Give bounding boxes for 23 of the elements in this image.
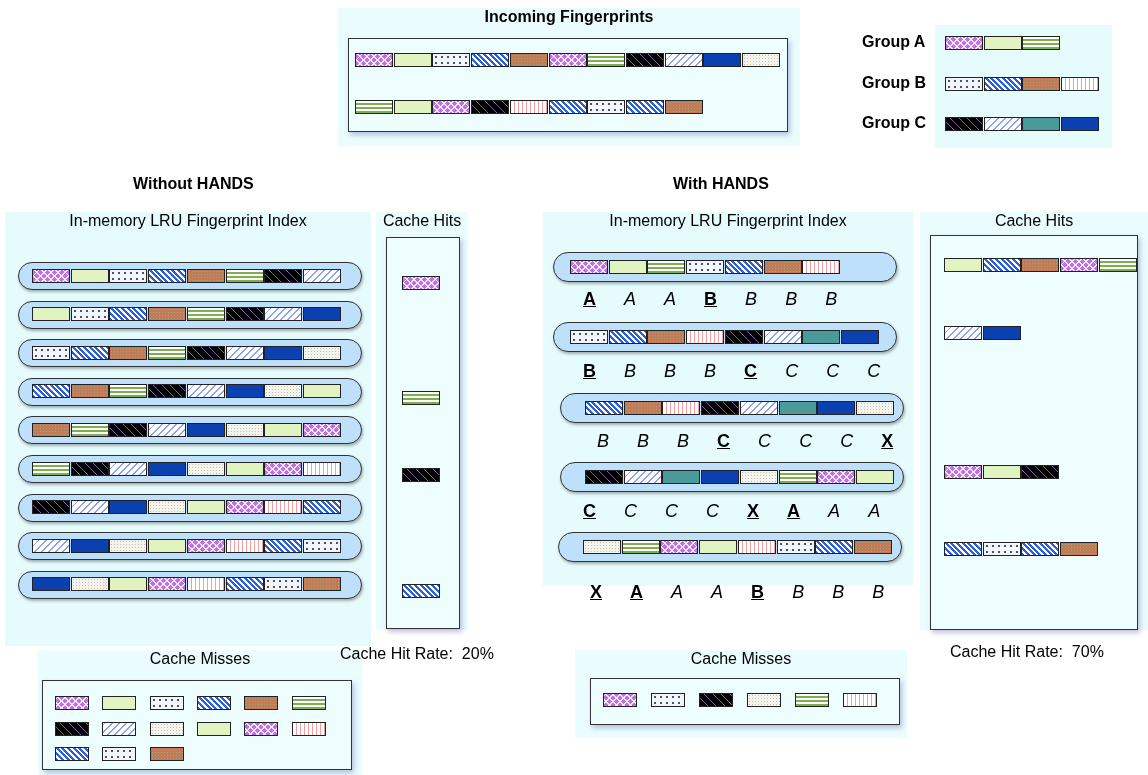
section-title: Without HANDS <box>133 175 254 193</box>
panel-heading: Cache Misses <box>689 650 793 668</box>
cache-misses-panel <box>575 650 907 738</box>
panel-heading: In-memory LRU Fingerprint Index <box>608 212 848 230</box>
index-panel <box>5 212 371 646</box>
group-sequence-letters: C C C C X A A A <box>583 501 881 522</box>
panel-heading: In-memory LRU Fingerprint Index <box>68 212 308 230</box>
group-sequence-letters: B B B B C C C C <box>583 361 881 382</box>
panel-heading: Cache Hits <box>993 212 1075 230</box>
group-label: Group C <box>862 114 926 132</box>
group-label: Group B <box>862 74 926 92</box>
section-title: With HANDS <box>673 175 769 193</box>
panel-heading: Cache Hits <box>381 212 463 230</box>
panel-heading: Incoming Fingerprints <box>483 8 655 26</box>
group-sequence-letters: B B B C C C C X <box>597 431 894 452</box>
hit-rate-text: Cache Hit Rate: 70% <box>950 643 1104 661</box>
index-panel <box>543 212 913 586</box>
group-sequence-letters: X A A A B B B B <box>590 582 885 603</box>
group-label: Group A <box>862 33 926 51</box>
hit-rate-text: Cache Hit Rate: 20% <box>340 645 494 663</box>
fingerprint-panel <box>338 8 800 146</box>
group-sequence-letters: A A A B B B B <box>583 289 838 310</box>
cache-hits-panel <box>376 212 468 630</box>
